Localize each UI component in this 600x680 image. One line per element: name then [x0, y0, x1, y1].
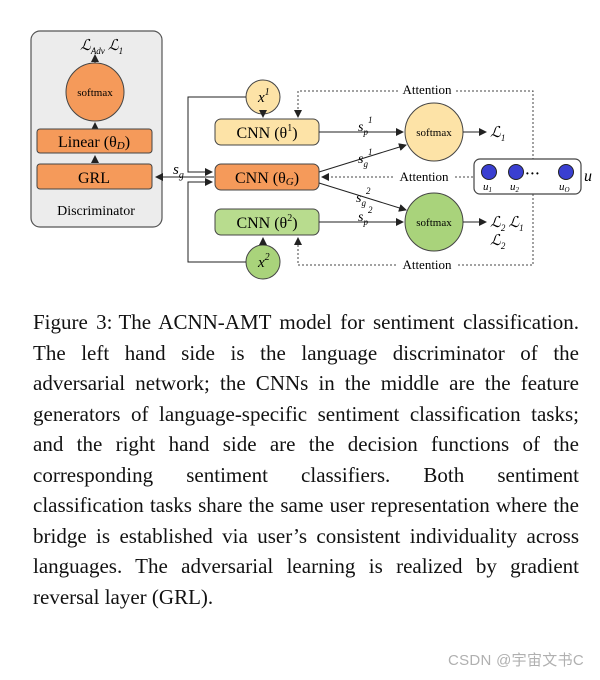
user-dots: • • • [526, 169, 539, 178]
user-node-o [558, 164, 574, 180]
cnn1-label: CNN (θ1) [236, 123, 297, 142]
discriminator-softmax-label: softmax [77, 87, 113, 99]
x1-label: x1 [257, 87, 270, 106]
linear-layer-label: Linear (θD) [58, 134, 130, 152]
attention-top-label: Attention [402, 82, 452, 97]
softmax1-label: softmax [416, 127, 452, 139]
caption-text: The ACNN-AMT model for sentiment classif… [33, 310, 579, 609]
softmax2-label: softmax [416, 217, 452, 229]
u-label: u [584, 168, 592, 185]
x2-label: x2 [257, 252, 270, 271]
sp1-label: sp1 [358, 115, 372, 137]
user-representation-box [473, 158, 582, 195]
attention-mid-label: Attention [399, 169, 449, 184]
cnn-generator-box [214, 163, 320, 191]
uo-label: uO [559, 181, 570, 194]
u1-label: u1 [483, 181, 492, 194]
sg2-label: sg2 [356, 186, 371, 208]
grl-label: GRL [78, 170, 110, 187]
discriminator-label: Discriminator [57, 204, 135, 219]
cnn-generator-label: CNN (θG) [235, 170, 299, 188]
cnn2-label: CNN (θ2) [236, 213, 297, 232]
loss2b-label: ℒ2 [490, 233, 506, 251]
sg1-label: sg1 [358, 147, 372, 169]
figure-caption: Figure 3:The ACNN-AMT model for sentimen… [33, 307, 579, 612]
loss1-label: ℒ1 [490, 125, 505, 143]
u2-label: u2 [510, 181, 520, 194]
user-node-2 [508, 164, 524, 180]
attention-bottom-label: Attention [402, 257, 452, 272]
caption-label: Figure 3: [33, 310, 113, 334]
grl-box [36, 163, 153, 190]
user-node-1 [481, 164, 497, 180]
sg-label: sg [173, 162, 184, 181]
discriminator-softmax-node [65, 62, 125, 122]
linear-layer-box [36, 128, 153, 154]
watermark: CSDN @宇宙文书C [447, 652, 584, 669]
sp2-label: sp2 [358, 205, 373, 227]
